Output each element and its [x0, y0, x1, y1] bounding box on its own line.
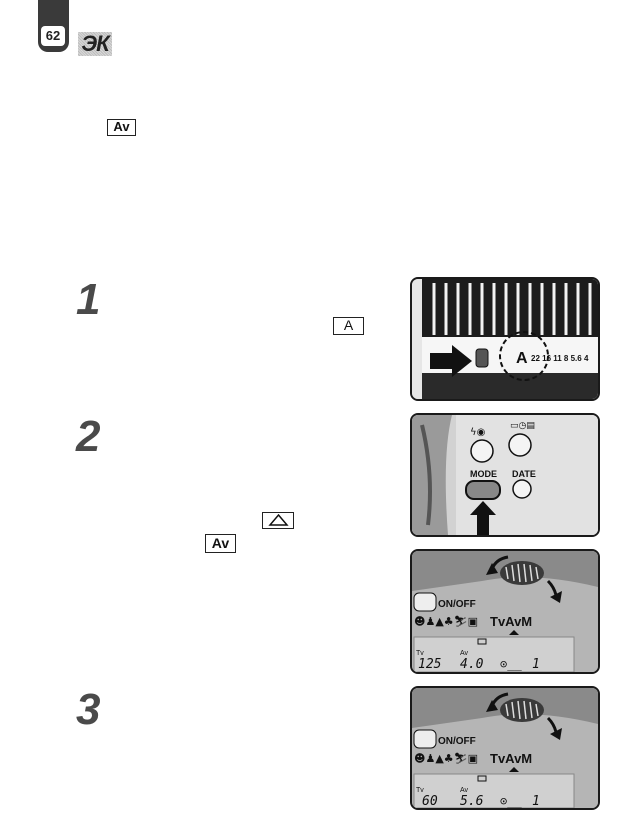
av-mode-symbol-step2: Av	[205, 534, 236, 553]
aperture-mark: A	[516, 350, 528, 367]
frame-counter: 1	[532, 794, 540, 808]
mode-row-label: TvAvM	[490, 751, 532, 766]
tv-label: Tv	[416, 650, 424, 657]
tv-value: 125	[418, 657, 442, 672]
aperture-scale: 22 16 11 8 5.6 4	[531, 354, 589, 363]
step-number-1: 1	[76, 275, 101, 324]
section-code: ЭК	[78, 32, 112, 56]
tv-value: 60	[422, 794, 438, 808]
av-value: 4.0	[460, 657, 484, 672]
svg-text:☻♟▲♣⛷▣: ☻♟▲♣⛷▣	[414, 615, 478, 628]
date-button-label: DATE	[512, 469, 536, 479]
svg-text:▭◷▤: ▭◷▤	[510, 421, 535, 431]
arrow-right-icon	[430, 345, 472, 377]
onoff-label: ON/OFF	[438, 736, 476, 747]
page-number: 62	[41, 26, 65, 46]
av-label: Av	[460, 787, 469, 794]
av-label: Av	[460, 650, 469, 657]
lens-photo: A 22 16 11 8 5.6 4	[410, 277, 600, 401]
av-mode-symbol: Av	[107, 119, 136, 136]
arrow-up-icon	[470, 501, 496, 535]
mode-button-label: MODE	[470, 469, 497, 479]
mode-up-button-symbol	[262, 512, 294, 529]
mode-row-label: TvAvM	[490, 614, 532, 629]
step-number-3: 3	[76, 685, 101, 734]
onoff-label: ON/OFF	[438, 599, 476, 610]
step-number-2: 2	[76, 412, 101, 461]
aperture-a-symbol: A	[333, 317, 364, 335]
svg-text:ϟ◉: ϟ◉	[470, 427, 485, 438]
svg-text:⊙__: ⊙__	[500, 657, 522, 671]
lcd-photo-step3: ON/OFF ☻♟▲♣⛷▣ TvAvM Tv 60 Av 5.6 ⊙__ 1	[410, 686, 600, 810]
lcd-photo-step2: ON/OFF ☻♟▲♣⛷▣ TvAvM Tv 125 Av 4.0 ⊙__ 1	[410, 549, 600, 674]
svg-text:☻♟▲♣⛷▣: ☻♟▲♣⛷▣	[414, 752, 478, 765]
av-value: 5.6	[460, 794, 484, 808]
triangle-up-icon	[267, 513, 289, 526]
svg-text:⊙__: ⊙__	[500, 794, 522, 808]
buttons-photo: ϟ◉ ▭◷▤ MODE DATE	[410, 413, 600, 537]
frame-counter: 1	[532, 657, 540, 672]
tv-label: Tv	[416, 787, 424, 794]
